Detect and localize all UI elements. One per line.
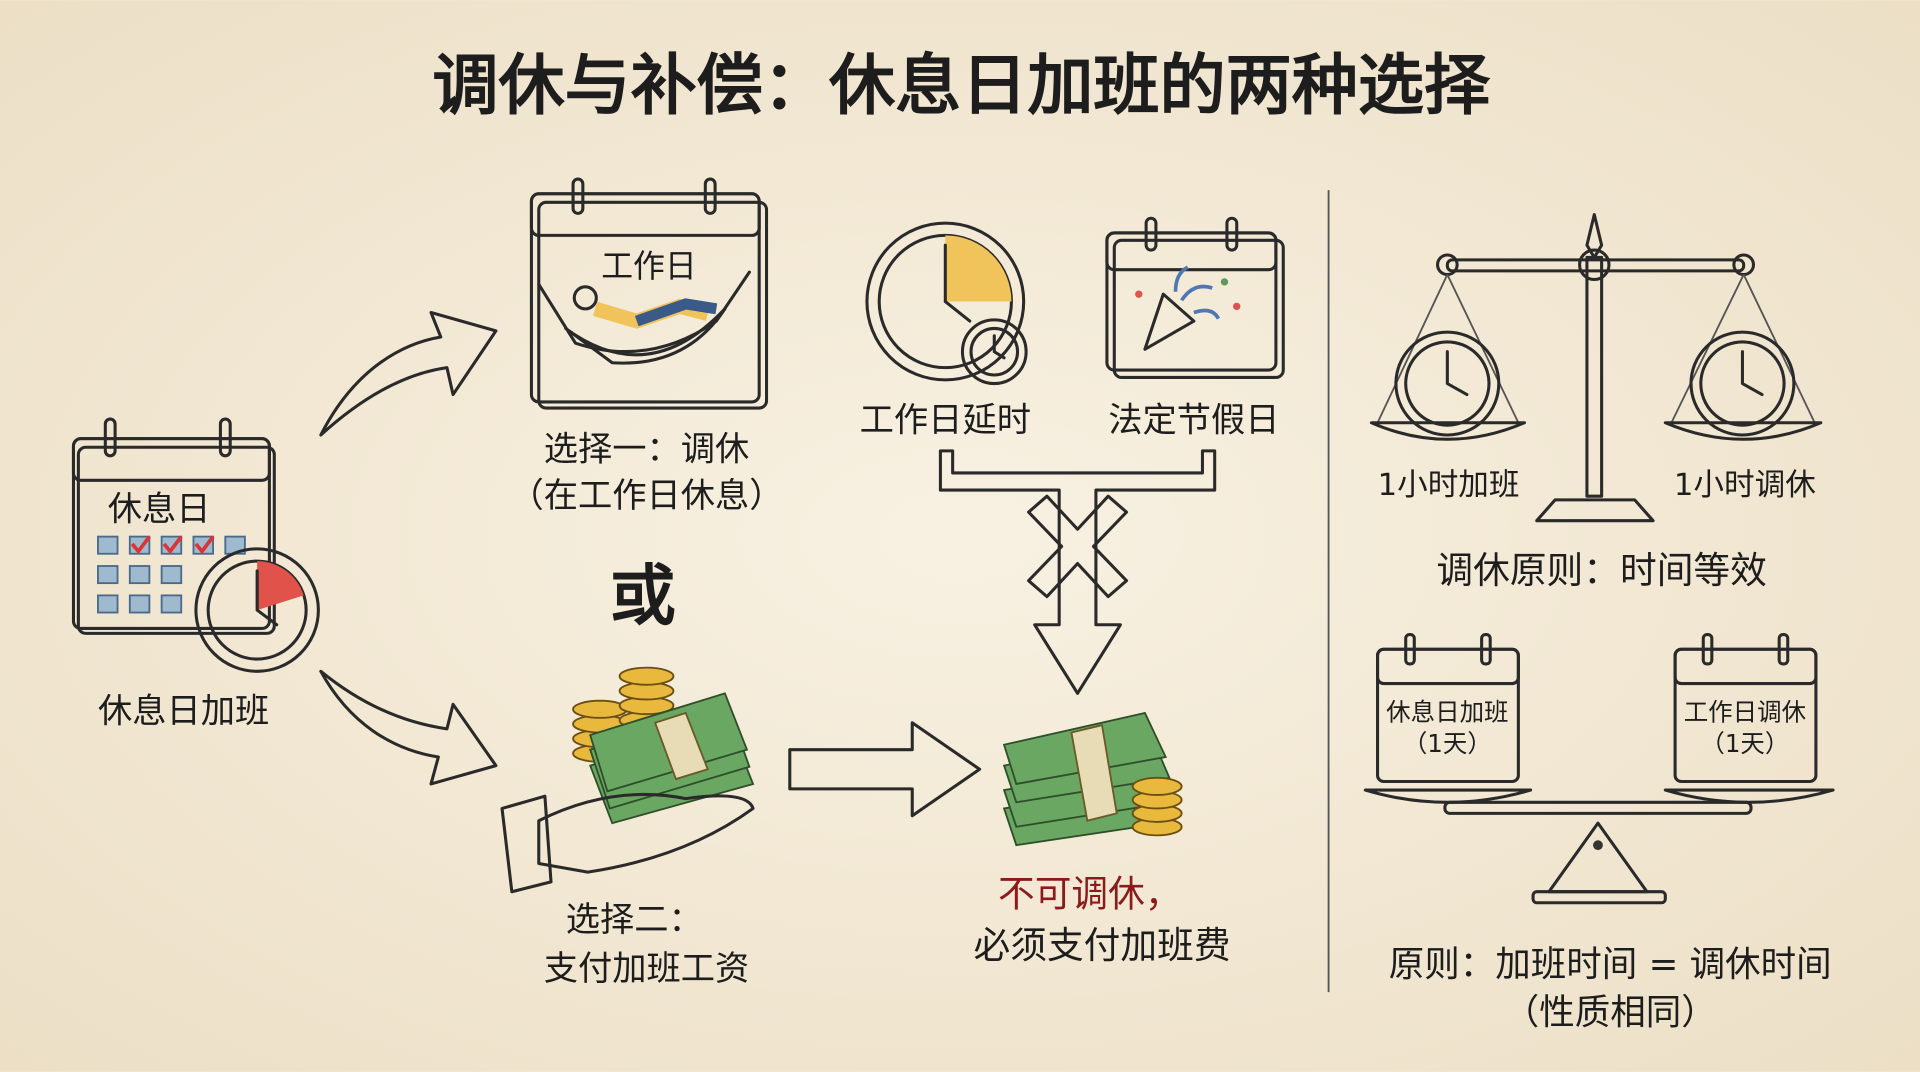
balance-scale-calendars-icon [1363, 633, 1835, 905]
workday-calendar-label: 工作日 [601, 247, 697, 285]
arrow-up-icon [319, 311, 498, 437]
principle-time-equivalent: 调休原则：时间等效 [1436, 549, 1766, 592]
money-stack-icon [1002, 711, 1183, 847]
principle-same-nature: （性质相同） [1504, 992, 1717, 1033]
arrow-right-icon [788, 721, 982, 818]
money-in-hand-icon [500, 666, 755, 894]
calendar-rest-overtime-days: （1天） [1403, 729, 1492, 758]
workday-hammock-calendar-icon [529, 177, 769, 410]
rest-day-calendar-label: 休息日 [108, 490, 211, 530]
page-title: 调休与补偿：休息日加班的两种选择 [432, 47, 1491, 124]
or-label: 或 [610, 558, 676, 635]
calendar-workday-comp-days: （1天） [1700, 729, 1789, 758]
option-one-subtitle: （在工作日休息） [509, 476, 783, 516]
legal-holiday-label: 法定节假日 [1108, 400, 1279, 440]
one-hour-overtime-label: 1小时加班 [1378, 468, 1520, 503]
one-hour-comp-label: 1小时调休 [1674, 468, 1816, 503]
workday-overtime-clock-icon [865, 221, 1028, 386]
balance-scale-clocks-icon [1369, 213, 1823, 523]
option-two-title: 选择二： [566, 900, 703, 940]
rest-day-calendar-icon [71, 417, 276, 635]
clock-icon [194, 547, 320, 673]
must-pay-overtime-label: 必须支付加班费 [974, 924, 1231, 967]
rest-day-overtime-caption: 休息日加班 [98, 692, 269, 732]
cross-icon [1027, 494, 1129, 599]
calendar-rest-overtime-label: 休息日加班 [1386, 697, 1508, 726]
holiday-party-calendar-icon [1105, 216, 1285, 379]
arrow-down-icon [319, 669, 498, 786]
bracket-down-arrow-icon [938, 449, 1217, 695]
no-comp-time-label: 不可调休， [998, 872, 1182, 915]
workday-overtime-label: 工作日延时 [860, 400, 1031, 440]
option-one-title: 选择一：调休 [544, 430, 750, 470]
principle-overtime-equals-comp: 原则：加班时间 = 调休时间 [1389, 944, 1832, 985]
calendar-workday-comp-label: 工作日调休 [1684, 697, 1806, 726]
option-two-subtitle: 支付加班工资 [544, 949, 750, 989]
